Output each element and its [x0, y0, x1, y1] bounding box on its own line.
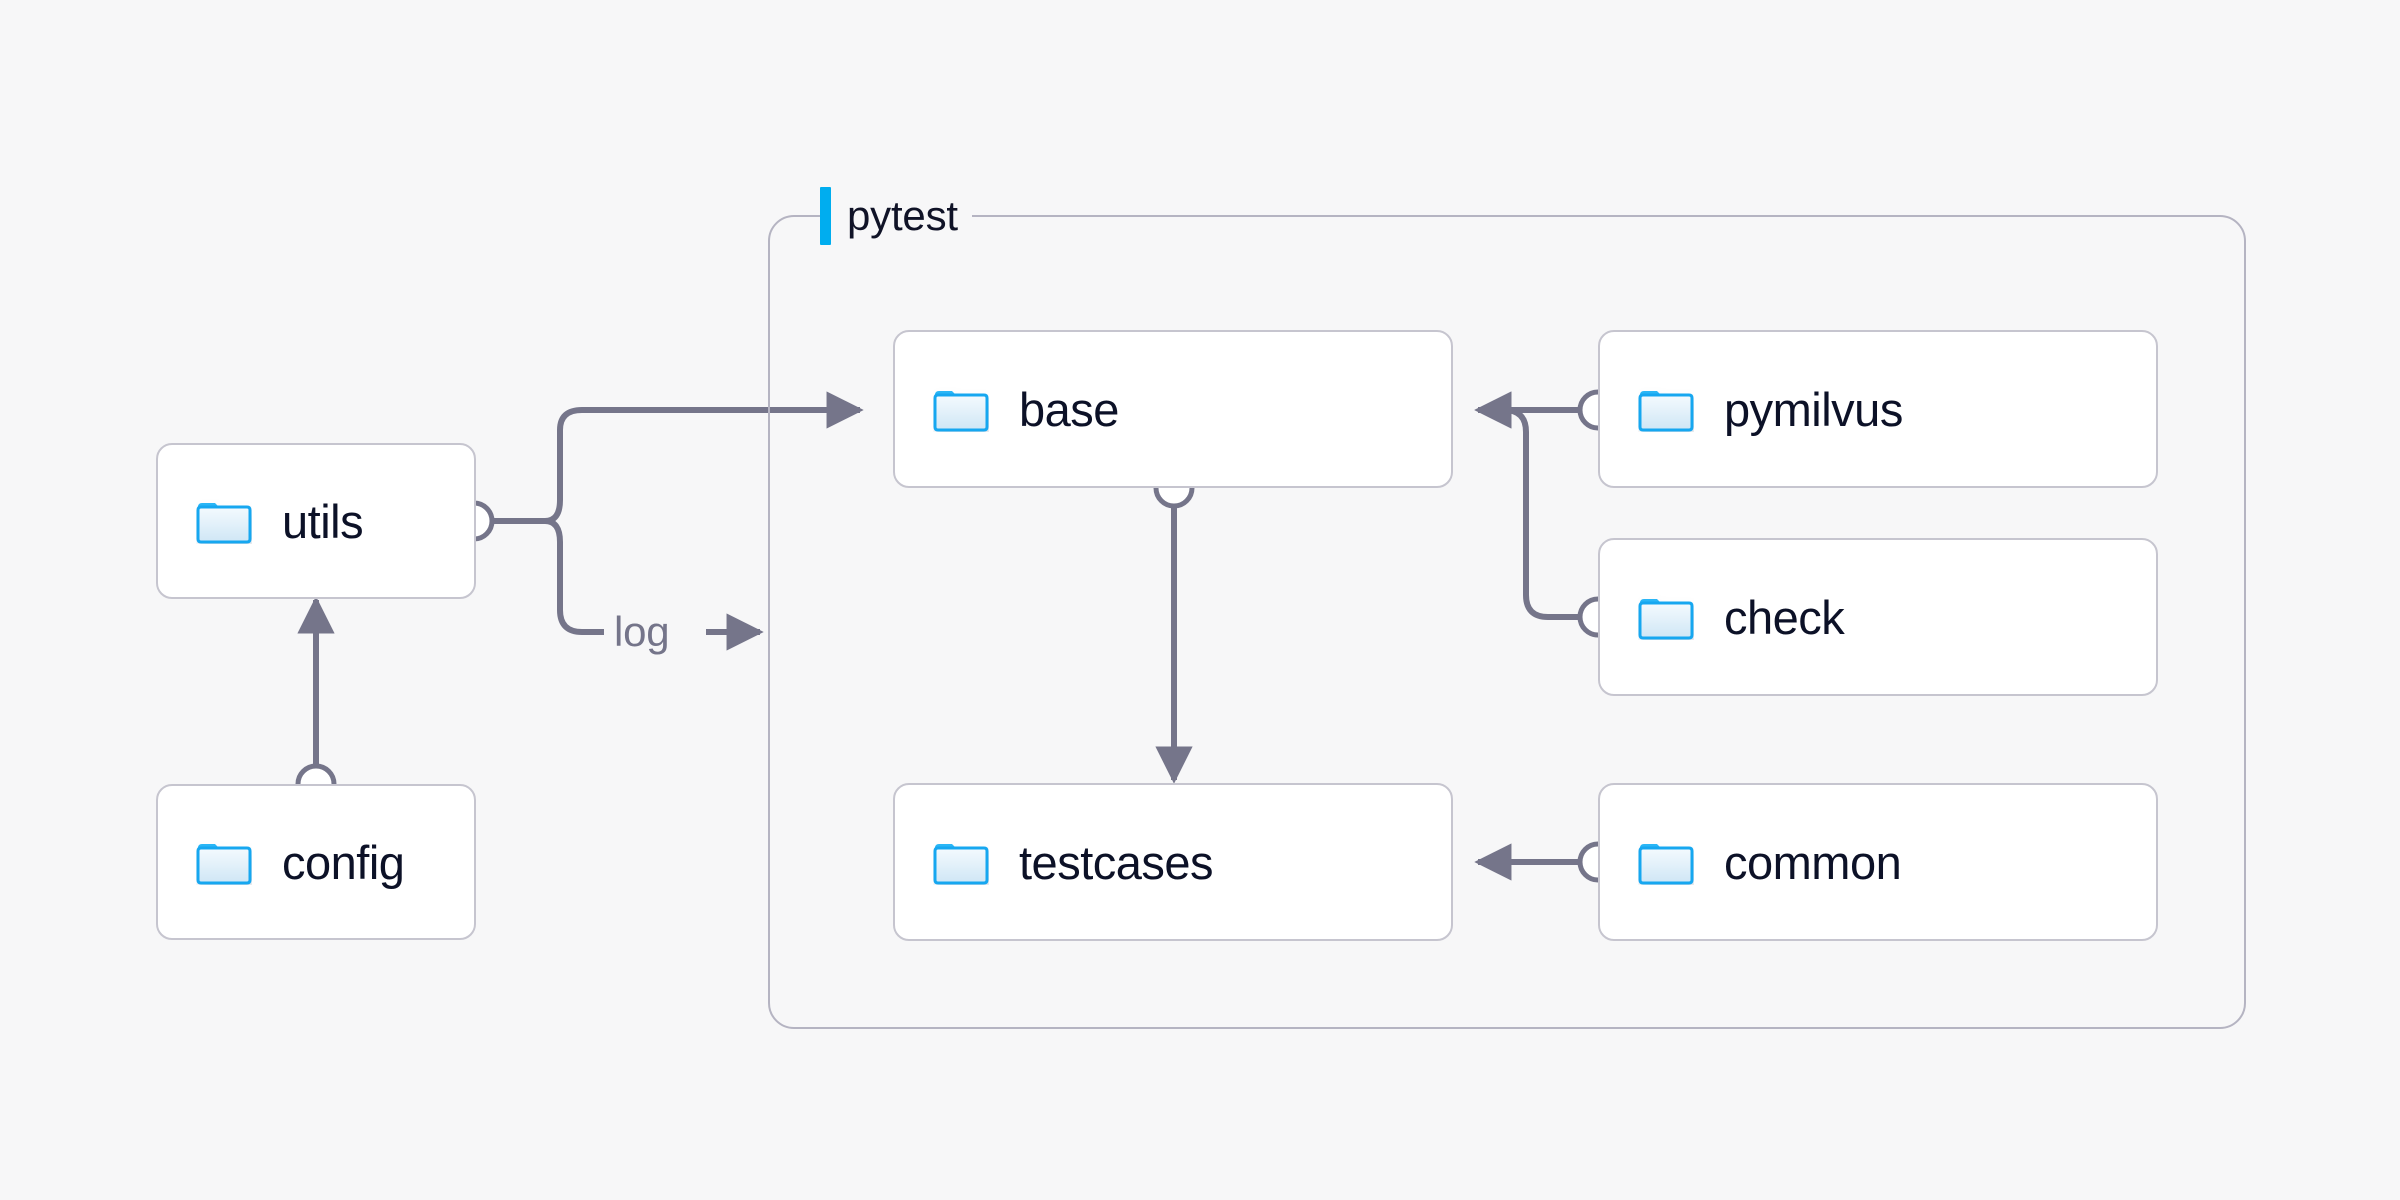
node-pymilvus[interactable]: pymilvus	[1598, 330, 2158, 488]
node-check-label: check	[1724, 590, 1845, 644]
node-testcases[interactable]: testcases	[893, 783, 1453, 941]
node-utils[interactable]: utils	[156, 443, 476, 599]
node-config[interactable]: config	[156, 784, 476, 940]
node-testcases-label: testcases	[1019, 835, 1214, 889]
group-pytest	[768, 215, 2246, 1029]
folder-icon	[196, 503, 252, 544]
node-common-label: common	[1724, 835, 1902, 889]
edge-label-log: log	[604, 608, 680, 656]
group-pytest-label: pytest	[820, 187, 972, 245]
accent-bar-icon	[820, 187, 831, 245]
node-config-label: config	[282, 835, 405, 889]
group-title: pytest	[847, 192, 958, 239]
folder-icon	[1638, 599, 1694, 640]
folder-icon	[1638, 391, 1694, 432]
folder-icon	[196, 844, 252, 885]
node-base-label: base	[1019, 382, 1119, 436]
node-pymilvus-label: pymilvus	[1724, 382, 1903, 436]
node-utils-label: utils	[282, 494, 364, 548]
folder-icon	[1638, 844, 1694, 885]
folder-icon	[933, 391, 989, 432]
node-base[interactable]: base	[893, 330, 1453, 488]
folder-icon	[933, 844, 989, 885]
node-check[interactable]: check	[1598, 538, 2158, 696]
node-common[interactable]: common	[1598, 783, 2158, 941]
